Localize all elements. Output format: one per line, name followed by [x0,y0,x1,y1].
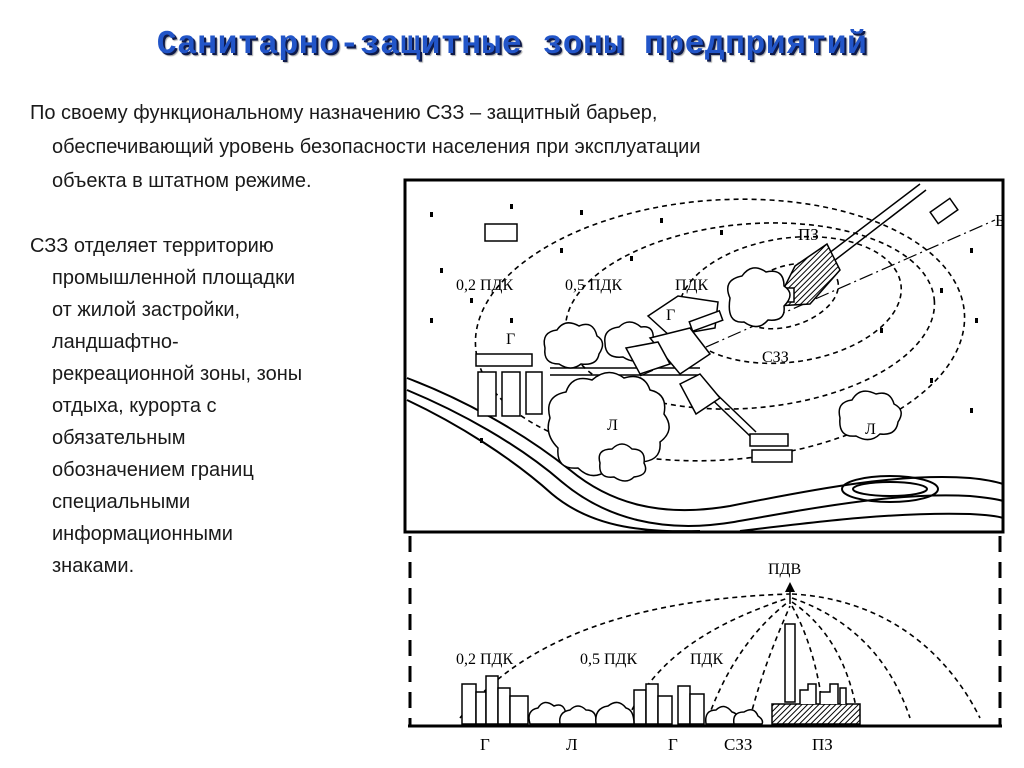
paragraph-separation-line: отдыха, курорта с [52,395,217,417]
paragraph-separation: СЗЗ отделяет территорию промышленной пло… [30,230,380,582]
paragraph-purpose-line: По своему функциональному назначению СЗЗ… [30,102,658,124]
label-05-pdk-plan: 0,5 ПДК [565,277,622,294]
label-pz: ПЗ [798,225,819,244]
scattered-dots [430,204,978,443]
label-02-pdk-plan: 0,2 ПДК [456,277,513,294]
industrial-site-section [771,683,861,725]
label-02-pdk-section: 0,2 ПДК [456,651,513,668]
bottom-label-g-2: Г [668,735,678,754]
river [406,377,1004,533]
trees-section [528,701,764,725]
paragraph-separation-line: ландшафтно- [52,331,179,353]
forest-clumps [543,267,902,482]
label-l-plan-1: Л [607,417,618,434]
bottom-label-g-1: Г [480,735,490,754]
paragraph-purpose-line: обеспечивающий уровень безопасности насе… [52,136,701,158]
label-pdk-section: ПДК [690,651,723,668]
paragraph-separation-line: обязательным [52,427,186,449]
paragraph-purpose-line: объекта в штатном режиме. [52,170,312,192]
buildings [475,197,959,463]
paragraph-separation-line: СЗЗ отделяет территорию [30,235,274,257]
section-view: ПДВ 0,2 П [408,536,1002,754]
szz-diagram: Б ПЗ [403,178,1005,754]
emission-stack [784,582,796,703]
label-szz-plan: СЗЗ [762,349,789,366]
wind-axis [639,219,996,377]
label-g-plan-2: Г [666,307,675,324]
plan-view: Б ПЗ [403,178,1005,534]
bottom-label-szz: СЗЗ [724,735,752,754]
label-b: Б [995,211,1005,230]
paragraph-separation-line: рекреационной зоны, зоны [52,363,303,385]
paragraph-separation-line: обозначением границ [52,459,254,481]
paragraph-separation-line: специальными [52,491,191,513]
paragraph-purpose: По своему функциональному назначению СЗЗ… [30,96,900,198]
label-pdk-plan: ПДК [675,277,708,294]
bottom-label-l: Л [566,735,578,754]
paragraph-separation-line: промышленной площадки [52,267,295,289]
label-l-plan-2: Л [865,421,876,438]
paragraph-separation-line: знаками. [52,555,135,577]
bottom-label-pz: ПЗ [812,735,833,754]
label-05-pdk-section: 0,5 ПДК [580,651,637,668]
paragraph-separation-line: информационными [52,523,233,545]
label-pdv: ПДВ [768,561,801,578]
city-buildings [461,675,705,725]
paragraph-separation-line: от жилой застройки, [52,299,241,321]
label-g-plan-1: Г [506,331,515,348]
slide-title: Санитарно-защитные зоны предприятий [156,26,868,63]
